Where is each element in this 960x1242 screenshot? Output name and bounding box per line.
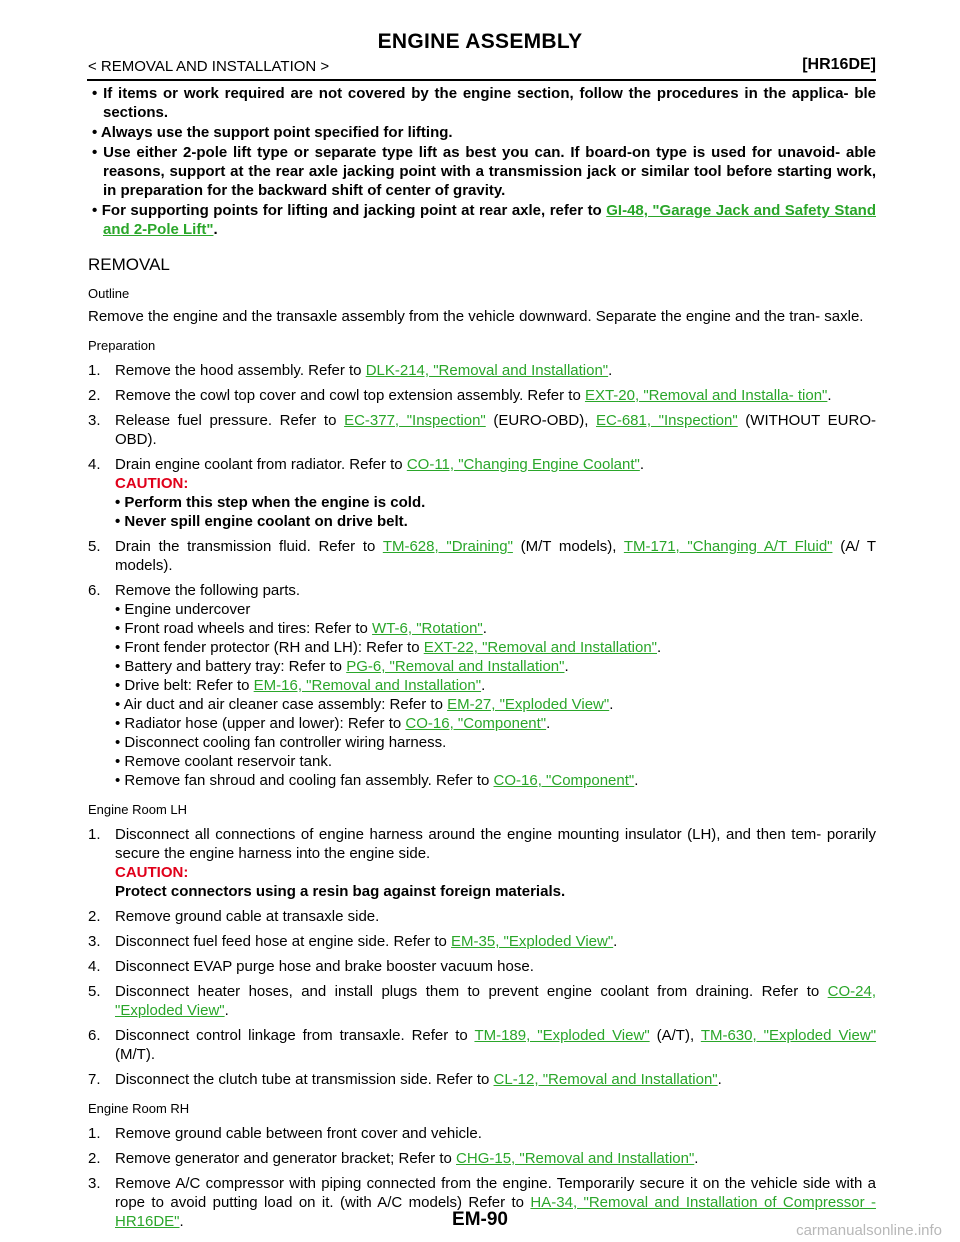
ref-link[interactable]: CHG-15, "Removal and Installation" — [456, 1150, 695, 1167]
lh-step-5: 5. Disconnect heater hoses, and install … — [88, 983, 876, 1019]
ref-link[interactable]: WT-6, "Rotation" — [372, 620, 483, 637]
ref-link[interactable]: EC-377, "Inspection" — [344, 412, 486, 429]
ref-link[interactable]: EM-16, "Removal and Installation" — [253, 677, 482, 694]
ref-link[interactable]: CO-16, "Component" — [405, 715, 547, 732]
prep-step-5: 5. Drain the transmission fluid. Refer t… — [88, 538, 876, 574]
ref-link[interactable]: CO-16, "Component" — [493, 772, 635, 789]
ref-link[interactable]: DLK-214, "Removal and Installation" — [365, 362, 609, 379]
ref-link[interactable]: CL-12, "Removal and Installation" — [493, 1071, 718, 1088]
ref-link[interactable]: TM-628, "Draining" — [382, 538, 513, 555]
lh-step-4: 4.Disconnect EVAP purge hose and brake b… — [88, 958, 534, 975]
rh-step-1: 1.Remove ground cable between front cove… — [88, 1125, 482, 1142]
lh-step-7: 7. Disconnect the clutch tube at transmi… — [88, 1071, 722, 1088]
ref-link[interactable]: CO-11, "Changing Engine Coolant" — [406, 456, 640, 473]
section-label: < REMOVAL AND INSTALLATION > — [88, 58, 330, 75]
parts-item: Battery and battery tray: Refer to PG-6,… — [115, 657, 876, 676]
caution-text: Protect connectors using a resin bag aga… — [115, 883, 566, 900]
outline-text: Remove the engine and the transaxle asse… — [88, 308, 864, 325]
parts-item: Front fender protector (RH and LH): Refe… — [115, 638, 876, 657]
parts-item: Front road wheels and tires: Refer to WT… — [115, 619, 876, 638]
removal-heading: REMOVAL — [88, 255, 170, 274]
watermark: carmanualsonline.info — [796, 1222, 942, 1239]
lh-step-2: 2.Remove ground cable at transaxle side. — [88, 908, 380, 925]
parts-item: Air duct and air cleaner case assembly: … — [115, 695, 876, 714]
document-body: If items or work required are not covere… — [88, 84, 876, 1231]
ref-link[interactable]: EXT-20, "Removal and Installa- tion" — [584, 387, 828, 404]
note-bullet: If items or work required are not covere… — [88, 84, 876, 122]
lh-step-1: 1. Disconnect all connections of engine … — [88, 826, 876, 900]
lh-step-3: 3. Disconnect fuel feed hose at engine s… — [88, 933, 618, 950]
ref-link[interactable]: EC-681, "Inspection" — [596, 412, 738, 429]
parts-item: Radiator hose (upper and lower): Refer t… — [115, 714, 876, 733]
note-bullet: Always use the support point specified f… — [88, 123, 876, 142]
prep-step-3: 3. Release fuel pressure. Refer to EC-37… — [88, 412, 876, 448]
prep-step-6: 6. Remove the following parts. Engine un… — [88, 581, 876, 790]
caution-item: Never spill engine coolant on drive belt… — [115, 512, 876, 531]
ref-link[interactable]: CO-24, "Exploded View" — [115, 983, 876, 1019]
rh-step-3: 3. Remove A/C compressor with piping con… — [88, 1175, 876, 1230]
preparation-heading: Preparation — [88, 338, 156, 353]
ref-link[interactable]: TM-630, "Exploded View" — [700, 1027, 877, 1044]
page-number: EM-90 — [452, 1209, 508, 1230]
rh-step-2: 2. Remove generator and generator bracke… — [88, 1150, 699, 1167]
engine-room-lh-heading: Engine Room LH — [88, 802, 187, 817]
header-rule — [87, 79, 876, 81]
parts-item: Remove fan shroud and cooling fan assemb… — [115, 771, 876, 790]
caution-label: CAUTION: — [115, 864, 189, 881]
prep-step-1: 1. Remove the hood assembly. Refer to DL… — [88, 362, 613, 379]
ref-link[interactable]: EM-27, "Exploded View" — [447, 696, 610, 713]
ref-link[interactable]: HA-34, "Removal and Installation of Comp… — [115, 1194, 876, 1230]
note-bullet: Use either 2-pole lift type or separate … — [88, 143, 876, 200]
engine-room-rh-heading: Engine Room RH — [88, 1101, 190, 1116]
note-bullet: For supporting points for lifting and ja… — [88, 201, 876, 239]
outline-heading: Outline — [88, 286, 130, 301]
prep-step-2: 2. Remove the cowl top cover and cowl to… — [88, 387, 832, 404]
caution-label: CAUTION: — [115, 475, 189, 492]
lh-step-6: 6. Disconnect control linkage from trans… — [88, 1027, 877, 1063]
parts-item: Disconnect cooling fan controller wiring… — [115, 733, 876, 752]
ref-link[interactable]: PG-6, "Removal and Installation" — [346, 658, 565, 675]
ref-link[interactable]: EXT-22, "Removal and Installation" — [423, 639, 657, 656]
ref-link[interactable]: TM-171, "Changing A/T Fluid" — [623, 538, 833, 555]
prep-step-4: 4. Drain engine coolant from radiator. R… — [88, 455, 876, 531]
ref-link[interactable]: EM-35, "Exploded View" — [451, 933, 614, 950]
parts-item: Engine undercover — [115, 600, 876, 619]
page-title: ENGINE ASSEMBLY — [377, 30, 583, 53]
engine-model-label: [HR16DE] — [802, 56, 876, 73]
ref-link[interactable]: TM-189, "Exploded View" — [474, 1027, 650, 1044]
caution-item: Perform this step when the engine is col… — [115, 493, 876, 512]
parts-item: Drive belt: Refer to EM-16, "Removal and… — [115, 676, 876, 695]
ref-link[interactable]: GI-48, "Garage Jack and Safety Stand and… — [103, 202, 876, 238]
parts-item: Remove coolant reservoir tank. — [115, 752, 876, 771]
